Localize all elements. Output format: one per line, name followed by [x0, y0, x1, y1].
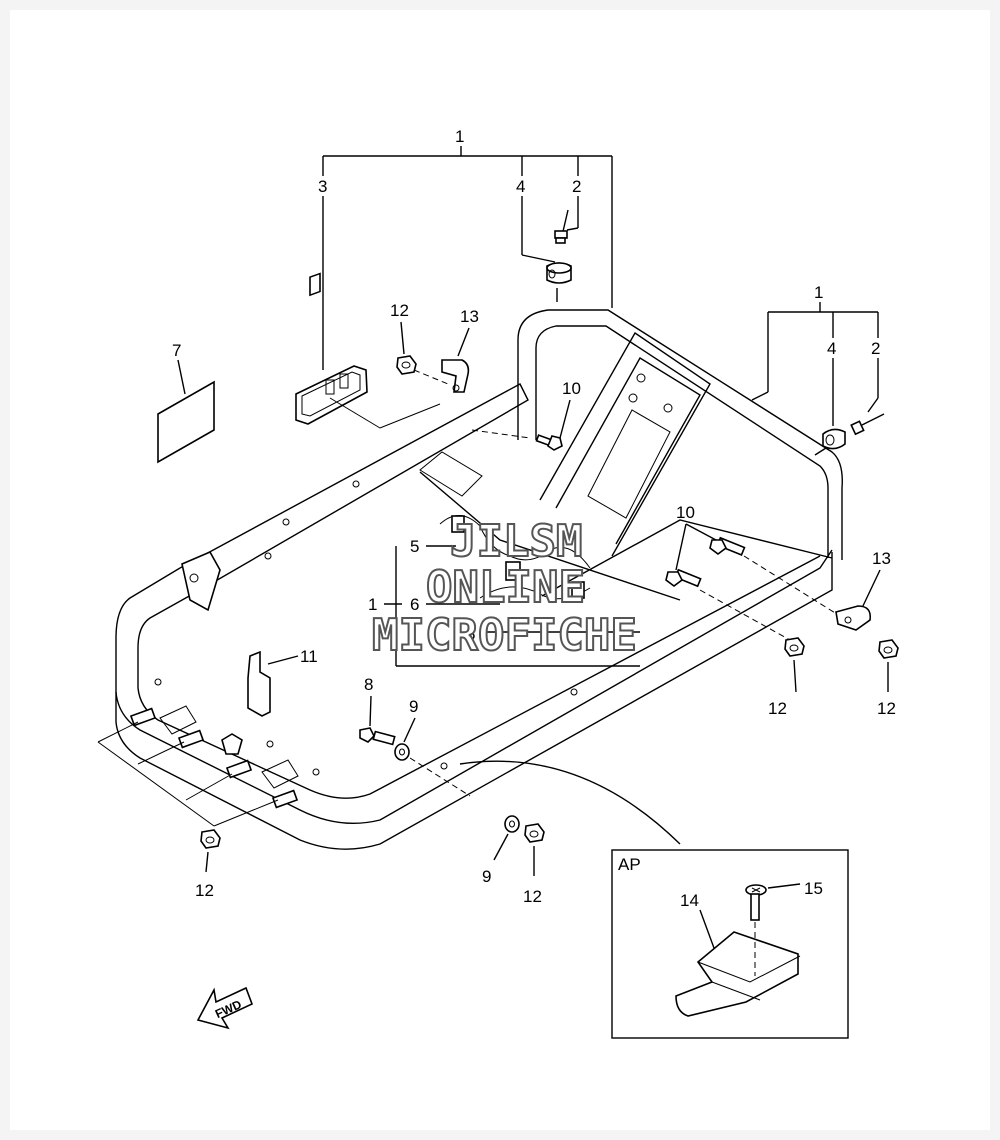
callout-1-right: 1 — [814, 283, 823, 302]
callout-4-right: 4 — [827, 339, 836, 358]
bolt-part-8 — [359, 727, 396, 746]
rivet-part-2-right — [850, 413, 885, 436]
inset-box-ap — [611, 849, 849, 1039]
callout-12-a: 12 — [390, 301, 409, 320]
label-part-7 — [157, 359, 215, 464]
clip-part-13-b — [835, 605, 872, 631]
strap-part-11 — [247, 650, 299, 717]
bolt-part-10-c — [665, 568, 702, 588]
watermark-line-3: MICROFICHE — [372, 610, 637, 661]
tray-frame — [115, 383, 833, 850]
bolt-part-10-a — [535, 434, 563, 451]
callout-1-top: 1 — [455, 127, 464, 146]
callout-13-b: 13 — [872, 549, 891, 568]
watermark-line-1: JILSM — [450, 516, 582, 567]
callout-1-mid: 1 — [368, 595, 377, 614]
callout-2-right: 2 — [871, 339, 880, 358]
washer-part-9-a — [394, 743, 410, 761]
nut-part-12-a — [396, 355, 417, 375]
callout-15: 15 — [804, 879, 823, 898]
callout-6: 6 — [410, 595, 419, 614]
wire-harness-parts-5-6 — [439, 515, 591, 600]
clip-part-13-a — [441, 359, 470, 393]
rivet-part-2-top — [554, 209, 569, 244]
switch-plate-part-3 — [295, 272, 441, 429]
callout-4-top: 4 — [516, 177, 525, 196]
inset-label-ap: AP — [618, 855, 641, 874]
seat-frame-handle — [517, 309, 843, 560]
bracket-group-top — [322, 146, 613, 370]
callout-9-b: 9 — [482, 867, 491, 886]
nut-part-12-e — [524, 823, 545, 876]
callout-12-d: 12 — [195, 881, 214, 900]
screw-part-15 — [745, 883, 801, 976]
callout-7: 7 — [172, 341, 181, 360]
damper-part-4-right — [814, 428, 846, 456]
callout-14: 14 — [680, 891, 699, 910]
watermark: JILSM ONLINE MICROFICHE — [371, 515, 638, 662]
callout-3: 3 — [318, 177, 327, 196]
bracket-group-right — [751, 302, 879, 426]
callout-10-b: 10 — [676, 503, 695, 522]
callout-5-a: 5 — [410, 537, 419, 556]
nut-part-12-b — [784, 637, 805, 693]
fwd-arrow-icon — [196, 986, 254, 1030]
nut-part-12-d — [200, 829, 221, 873]
inset-leader-curve — [459, 760, 681, 845]
parts-diagram: 1 3 4 2 1 4 2 — [97, 127, 899, 1039]
callout-10-a: 10 — [562, 379, 581, 398]
callout-9-a: 9 — [409, 697, 418, 716]
diagram-canvas: 1 3 4 2 1 4 2 — [10, 10, 990, 1130]
callout-12-c: 12 — [877, 699, 896, 718]
callout-13-a: 13 — [460, 307, 479, 326]
callout-12-e: 12 — [523, 887, 542, 906]
studs-and-leaders — [97, 705, 299, 827]
nut-part-12-c — [878, 639, 899, 692]
callout-12-b: 12 — [768, 699, 787, 718]
callout-8: 8 — [364, 675, 373, 694]
callout-2-top: 2 — [572, 177, 581, 196]
washer-part-9-b — [493, 815, 520, 861]
callout-11: 11 — [300, 647, 318, 666]
cover-part-14 — [675, 909, 801, 1017]
watermark-line-2: ONLINE — [426, 562, 585, 613]
bolt-part-10-b — [709, 536, 746, 556]
callout-5-b: 5 — [466, 625, 475, 644]
damper-part-4-top — [546, 262, 572, 302]
